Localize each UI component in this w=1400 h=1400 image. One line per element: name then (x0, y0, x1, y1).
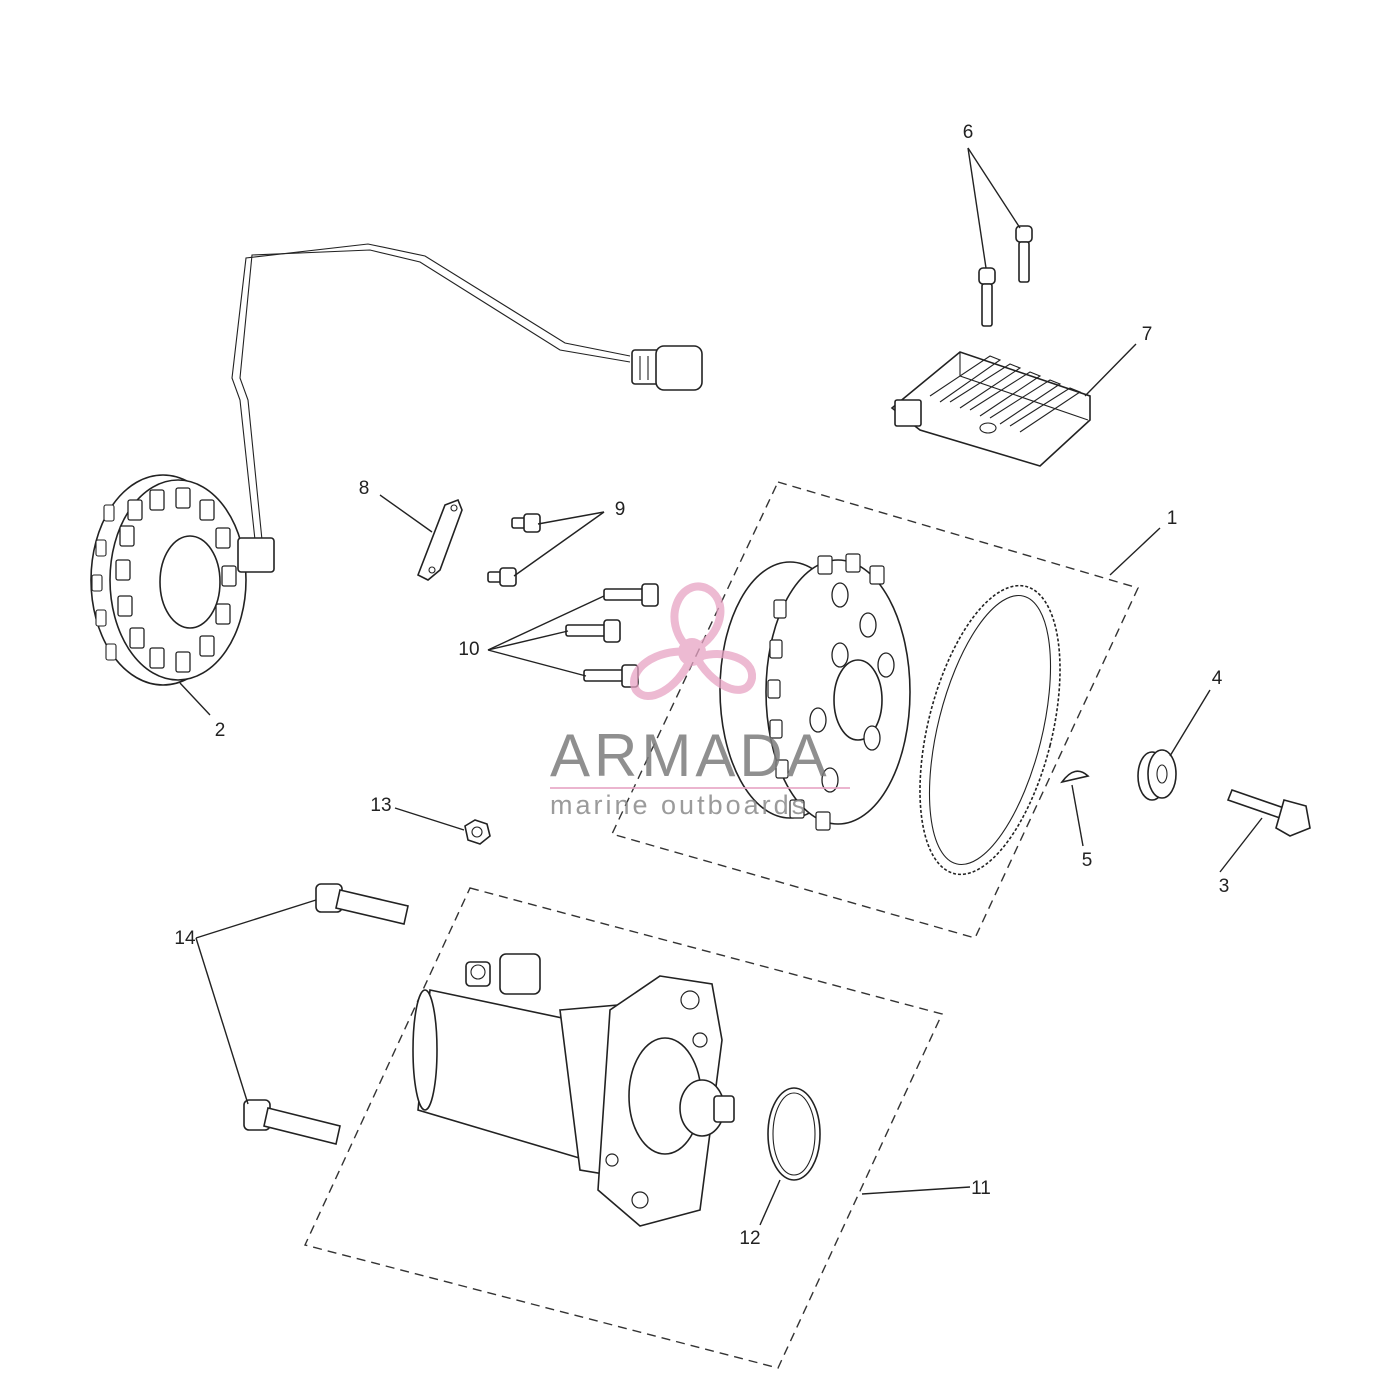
callout-8: 8 (359, 478, 370, 499)
bolt-9-lower (487, 567, 517, 587)
callout-9: 9 (615, 499, 626, 520)
callout-5: 5 (1082, 850, 1093, 871)
screw-6-right (1015, 225, 1033, 283)
flywheel-assembly-outline (611, 481, 1139, 939)
ring-gear (919, 584, 1061, 876)
leader-lines (179, 147, 1263, 1226)
o-ring (767, 1087, 821, 1181)
watermark: ARMADA marine outboards (550, 582, 850, 820)
starter-terminal (465, 953, 541, 995)
wire-clamp-bracket (416, 498, 463, 581)
callout-7: 7 (1142, 324, 1153, 345)
bolt-10-top (603, 583, 659, 607)
starter-motor (412, 953, 735, 1227)
wire-connector (631, 345, 703, 391)
bolt-9-upper (511, 513, 541, 533)
flywheel-bolt (1226, 788, 1311, 837)
callout-3: 3 (1219, 876, 1230, 897)
stator-wire-harness (231, 243, 703, 541)
flywheel-rotor (719, 553, 911, 831)
bolt-10-bottom (583, 664, 639, 688)
starter-bolt-upper (315, 883, 409, 925)
callout-14: 14 (174, 928, 196, 949)
starter-assembly-outline (304, 887, 943, 1369)
callout-1: 1 (1167, 508, 1178, 529)
callout-labels: 1 2 3 4 5 6 7 8 9 10 11 12 13 14 (174, 122, 1229, 1249)
propeller-logo-icon (630, 582, 756, 700)
watermark-tagline: marine outboards (550, 790, 808, 820)
starter-bolt-lower (243, 1099, 341, 1145)
voltage-regulator (890, 351, 1091, 467)
watermark-brand: ARMADA (550, 722, 831, 789)
hex-nut (464, 819, 491, 845)
flywheel-washer (1137, 749, 1177, 801)
screw-6-left (978, 267, 996, 327)
callout-4: 4 (1212, 668, 1223, 689)
callout-2: 2 (215, 720, 226, 741)
callout-12: 12 (739, 1228, 760, 1249)
callout-10: 10 (458, 639, 479, 660)
callout-11: 11 (971, 1178, 991, 1199)
stator (90, 474, 275, 686)
bolt-10-middle (565, 619, 621, 643)
callout-6: 6 (963, 122, 974, 143)
woodruff-key (1060, 770, 1090, 784)
callout-13: 13 (370, 795, 391, 816)
